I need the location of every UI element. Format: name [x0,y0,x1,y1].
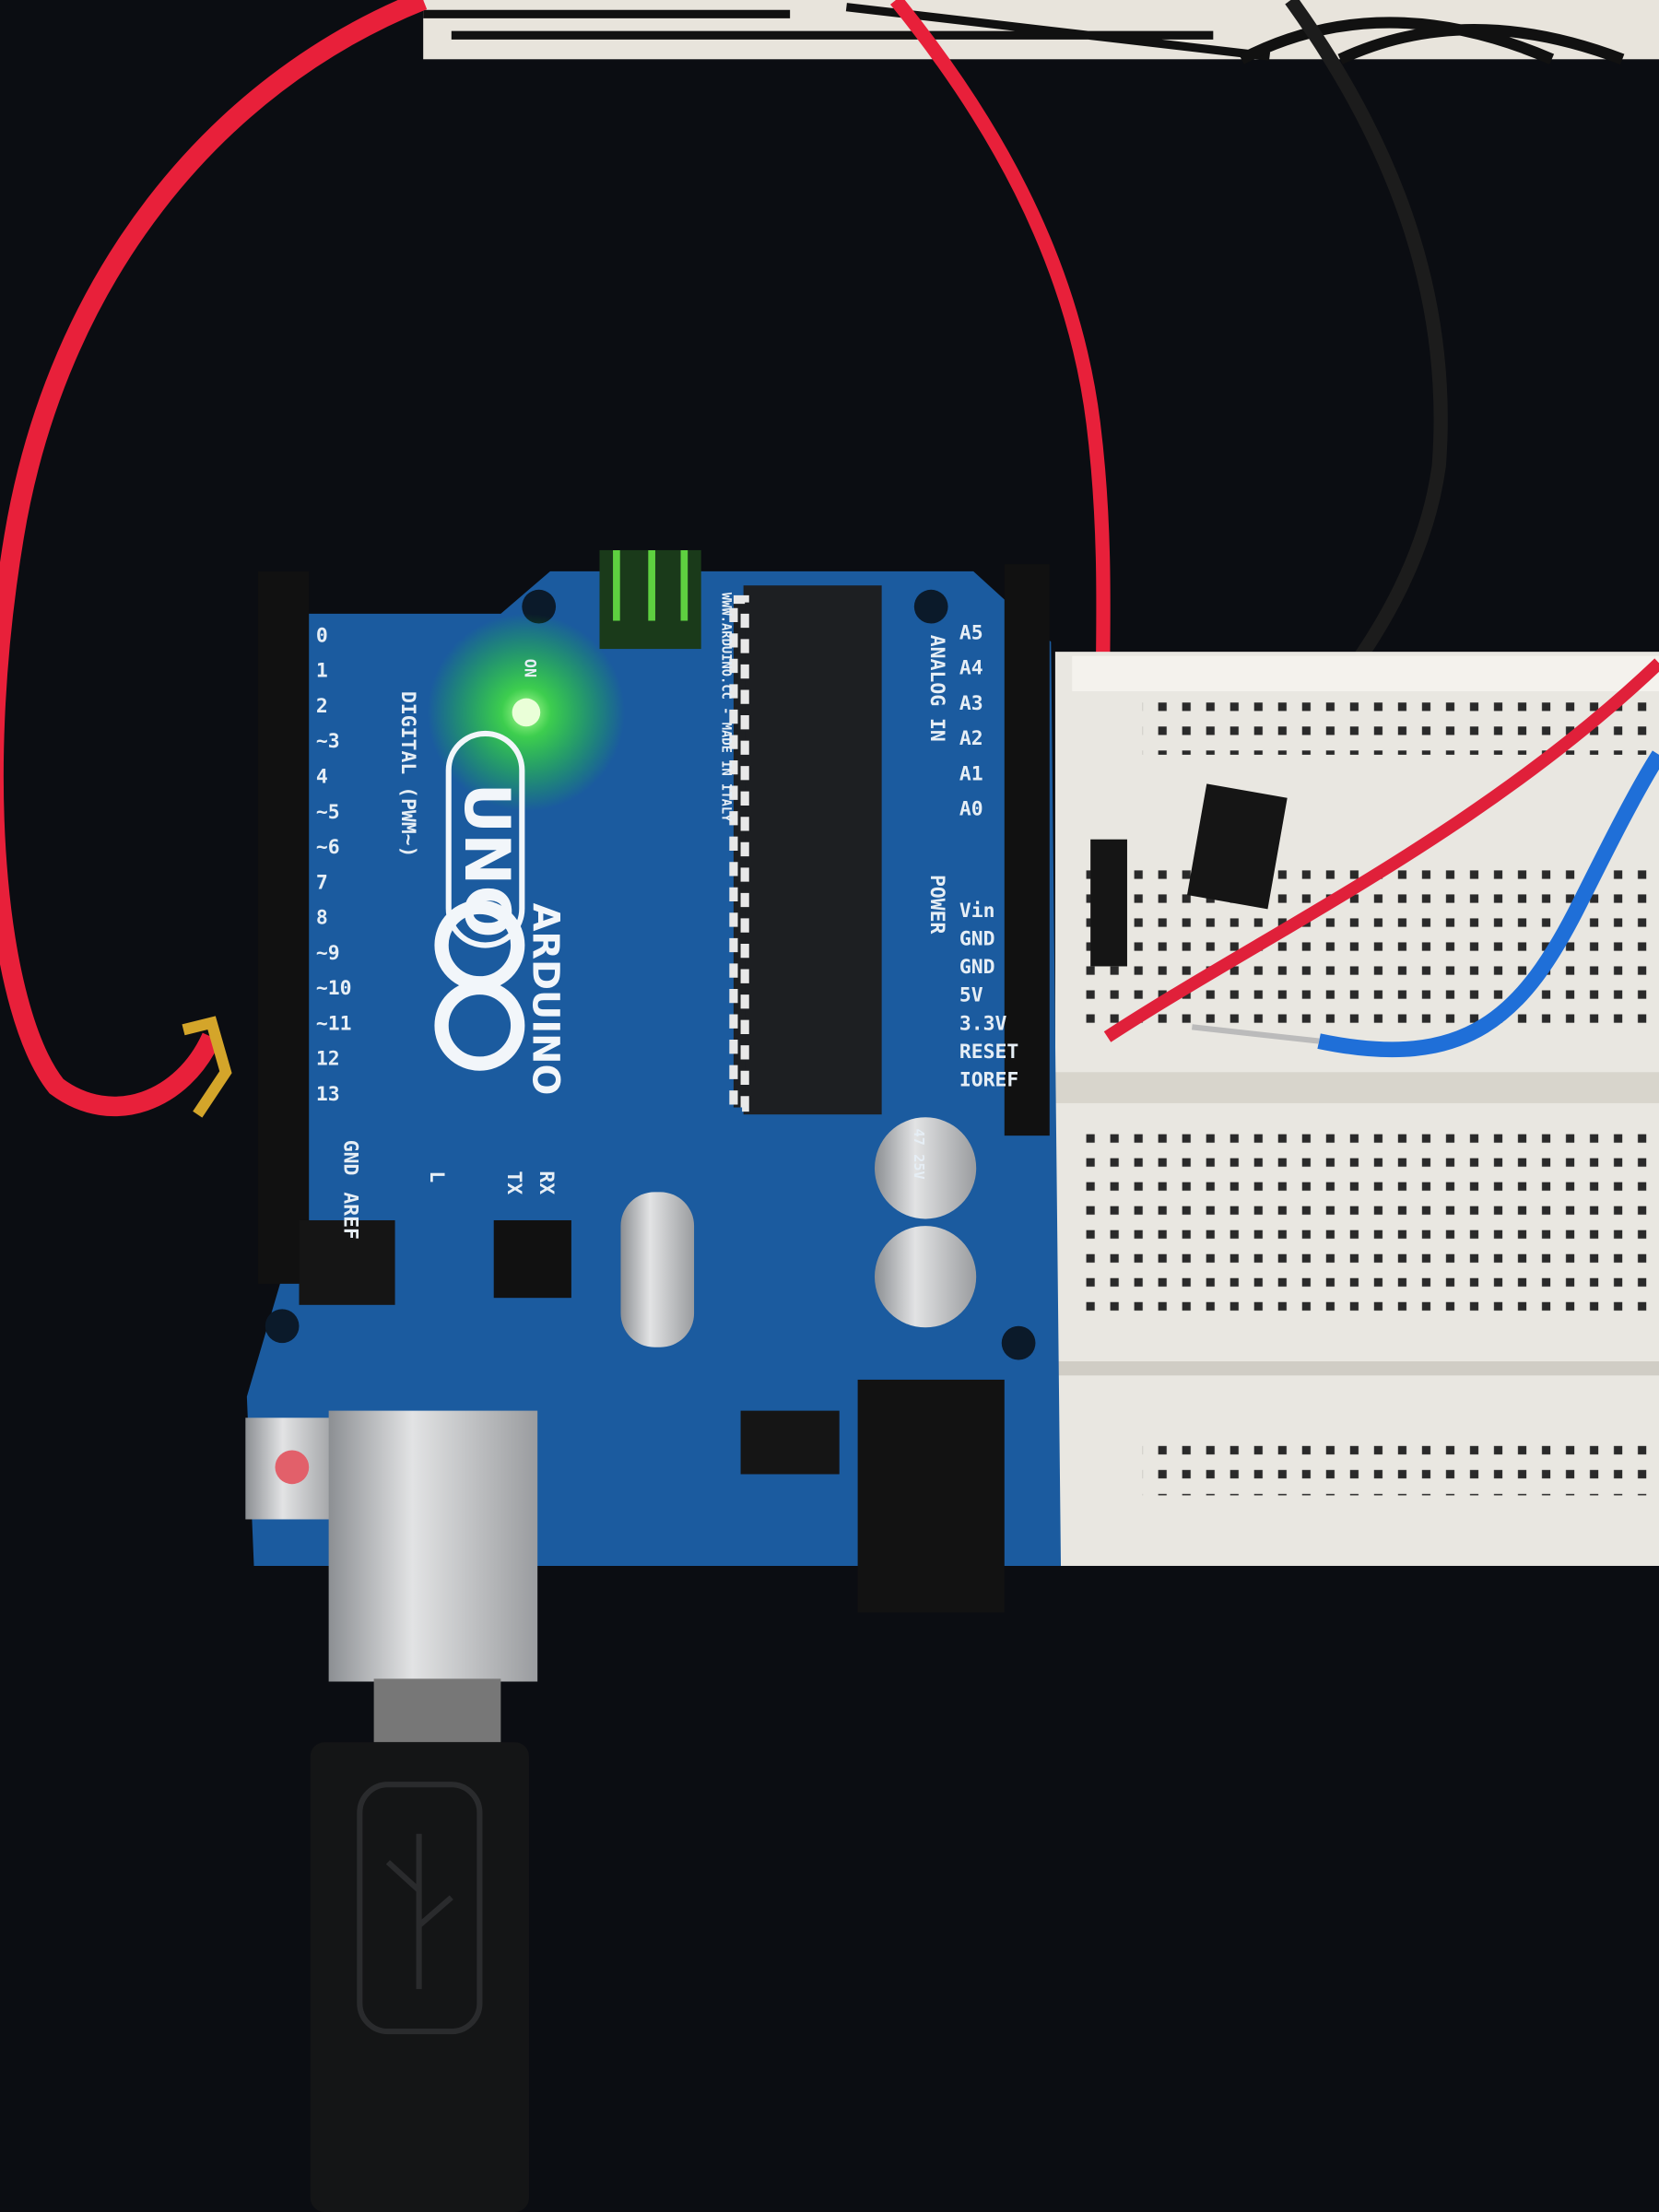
pin-label: ~5 [316,801,340,824]
uno-outline [445,730,525,948]
pin-label: A3 [959,692,983,715]
rx-led-label: RX [535,1171,558,1194]
usb-symbol-icon [357,1782,483,2035]
voltage-regulator [740,1410,840,1475]
digital-header-label: DIGITAL (PWM~) [396,691,419,857]
pin-label: ~3 [316,730,340,753]
red-jumper-wire [1103,658,1659,1042]
jumper-connector-red [1090,839,1127,967]
resistor-lead [1192,1024,1320,1044]
pin-label: A1 [959,762,983,785]
pin-label: 8 [316,907,328,930]
atmega-chip [743,585,882,1115]
jumper-connector-black [1187,783,1288,910]
capacitor [874,1226,977,1328]
pin-label: 3.3V [959,1012,1007,1035]
pin-label: 7 [316,871,328,894]
pin-label: ~11 [316,1012,352,1035]
pin-label: 1 [316,660,328,683]
pin-label: A2 [959,727,983,750]
capacitor [874,1117,977,1219]
crystal [620,1192,695,1347]
pin-label: 12 [316,1048,340,1071]
usb-chip [493,1219,571,1299]
wire-bundle-left [182,1016,232,1118]
reset-button[interactable] [245,1418,339,1520]
pin-label: ~6 [316,836,340,859]
usb-b-connector [328,1410,538,1682]
aref-pin-label: AREF [338,1192,361,1240]
analog-pin-labels: A0 A1 A2 A3 A4 A5 [959,621,983,820]
dc-power-jack [857,1379,1005,1613]
pin-label: IOREF [959,1069,1018,1092]
pin-label: 4 [316,765,328,788]
gnd-pin-label: GND [338,1140,361,1176]
jp2-header [299,1219,395,1305]
power-pin-labels: IOREF RESET 3.3V 5V GND GND Vin [959,900,1018,1092]
pin-label: RESET [959,1041,1018,1064]
red-wire-left [0,0,428,1117]
breadboard [1054,652,1659,1566]
pin-label: A4 [959,657,983,680]
on-led-label: ON [521,659,539,677]
pin-label: 13 [316,1083,340,1106]
arduino-logo [434,900,525,1071]
pin-label: A0 [959,798,983,821]
tx-led-label: TX [502,1171,525,1194]
power-analog-header [1004,564,1050,1136]
pin-label: ~10 [316,977,352,1000]
l-led-label: L [425,1171,448,1182]
pin-label: A5 [959,621,983,644]
patterned-cloth-strip [423,0,1659,65]
pin-label: GND [959,928,995,951]
pin-label: Vin [959,900,995,923]
pin-label: 0 [316,624,328,647]
power-header-label: POWER [925,875,948,935]
made-in-label: WWW.ARDUINO.CC - MADE IN ITALY [719,593,734,822]
power-led [512,698,541,727]
pin-label: 2 [316,695,328,718]
capacitor-label: 47 25V [911,1128,927,1179]
pin-label: 5V [959,984,983,1007]
analog-header-label: ANALOG IN [925,635,948,742]
blue-jumper-wire [1317,750,1659,1058]
board-brand-label: ARDUINO [524,903,567,1096]
pin-label: ~9 [316,942,340,965]
pin-label: GND [959,956,995,979]
digital-header [258,571,310,1284]
